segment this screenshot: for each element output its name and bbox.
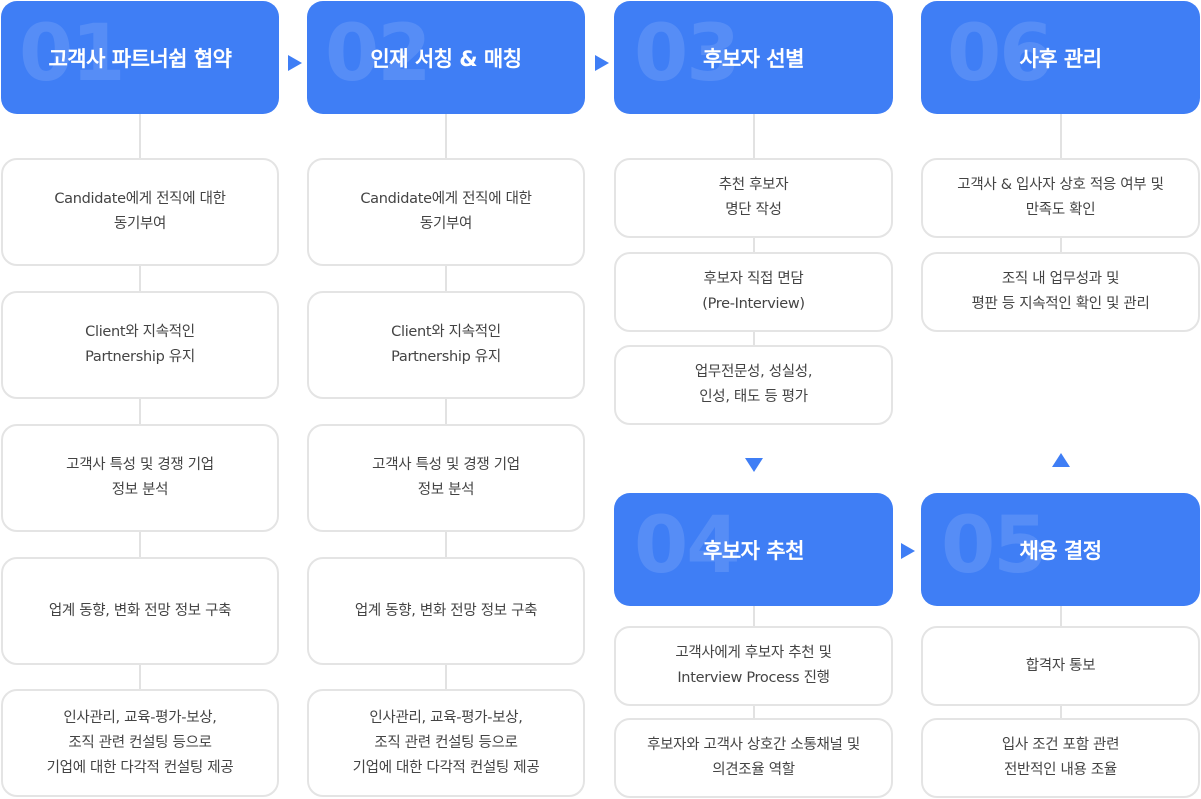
step-05-header: 05 채용 결정 xyxy=(921,493,1200,606)
step-03-header: 03 후보자 선별 xyxy=(614,1,893,114)
step-04-item: 후보자와 고객사 상호간 소통채널 및 의견조율 역할 xyxy=(614,718,893,798)
step-04-header: 04 후보자 추천 xyxy=(614,493,893,606)
step-02-item: 업계 동향, 변화 전망 정보 구축 xyxy=(307,557,585,665)
step-title: 인재 서칭 & 매칭 xyxy=(370,46,522,71)
step-05-item: 합격자 통보 xyxy=(921,626,1200,706)
step-01-item: 업계 동향, 변화 전망 정보 구축 xyxy=(1,557,279,665)
step-02-item: 고객사 특성 및 경쟁 기업 정보 분석 xyxy=(307,424,585,532)
step-number: 02 xyxy=(325,9,432,99)
step-03-item: 업무전문성, 성실성, 인성, 태도 등 평가 xyxy=(614,345,893,425)
arrow-down-icon xyxy=(745,458,763,472)
step-02-item: Candidate에게 전직에 대한 동기부여 xyxy=(307,158,585,266)
step-title: 후보자 추천 xyxy=(703,538,804,563)
step-02-item: 인사관리, 교육-평가-보상, 조직 관련 컨설팅 등으로 기업에 대한 다각적… xyxy=(307,689,585,797)
step-number: 01 xyxy=(19,9,126,99)
step-01-item: Candidate에게 전직에 대한 동기부여 xyxy=(1,158,279,266)
step-title: 채용 결정 xyxy=(1019,538,1102,563)
step-05-item: 입사 조건 포함 관련 전반적인 내용 조율 xyxy=(921,718,1200,798)
step-01-item: 인사관리, 교육-평가-보상, 조직 관련 컨설팅 등으로 기업에 대한 다각적… xyxy=(1,689,279,797)
step-title: 사후 관리 xyxy=(1019,46,1102,71)
step-02-header: 02 인재 서칭 & 매칭 xyxy=(307,1,585,114)
arrow-right-icon xyxy=(595,55,609,71)
step-01-item: 고객사 특성 및 경쟁 기업 정보 분석 xyxy=(1,424,279,532)
step-01-item: Client와 지속적인 Partnership 유지 xyxy=(1,291,279,399)
step-number: 06 xyxy=(947,9,1054,99)
step-title: 후보자 선별 xyxy=(703,46,804,71)
step-number: 05 xyxy=(941,501,1048,591)
step-number: 03 xyxy=(634,9,741,99)
arrow-right-icon xyxy=(288,55,302,71)
step-02-item: Client와 지속적인 Partnership 유지 xyxy=(307,291,585,399)
step-number: 04 xyxy=(634,501,741,591)
step-06-item: 고객사 & 입사자 상호 적응 여부 및 만족도 확인 xyxy=(921,158,1200,238)
step-title: 고객사 파트너쉽 협약 xyxy=(48,46,232,71)
step-04-item: 고객사에게 후보자 추천 및 Interview Process 진행 xyxy=(614,626,893,706)
arrow-up-icon xyxy=(1052,453,1070,467)
step-03-item: 후보자 직접 면담 (Pre-Interview) xyxy=(614,252,893,332)
step-03-item: 추천 후보자 명단 작성 xyxy=(614,158,893,238)
step-06-header: 06 사후 관리 xyxy=(921,1,1200,114)
step-01-header: 01 고객사 파트너쉽 협약 xyxy=(1,1,279,114)
arrow-right-icon xyxy=(901,543,915,559)
step-06-item: 조직 내 업무성과 및 평판 등 지속적인 확인 및 관리 xyxy=(921,252,1200,332)
